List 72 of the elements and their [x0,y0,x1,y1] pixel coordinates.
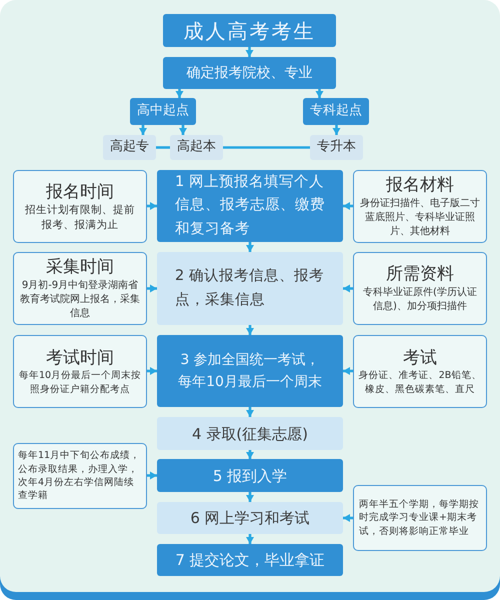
process-box [130,98,196,125]
process-box [157,417,343,450]
arrow [246,492,254,502]
arrow [332,125,340,135]
arrow [176,89,184,98]
info-box [13,170,147,243]
box-text: 高中起点 [137,102,189,120]
arrow [343,514,353,522]
note-box [13,443,147,509]
box-text: 5 报到入学 [212,466,288,486]
process-box [157,544,343,576]
arrow [246,534,254,544]
box-text: 专升本 [317,138,356,156]
arrow [147,284,157,292]
box-title: 报名材料 [386,174,454,197]
process-box [157,335,343,407]
box-text: 1 网上预报名填写个人信息、报考志愿、缴费和复习备考 [175,173,326,239]
arrow [343,284,353,292]
arrow [316,89,324,98]
box-title: 考试 [403,347,437,370]
box-text: 两年半五个学期，每学期按时完成学习专业课+期末考试，否则将影响正常毕业 [359,498,480,538]
label-box [103,135,156,160]
arrow [343,367,353,375]
process-box [303,98,369,125]
arrow [147,367,157,375]
box-text: 成人高考考生 [184,18,316,44]
box-text: 专科毕业证原件(学历认证信息)、加分项扫描件 [362,286,478,314]
box-text: 7 提交论文，毕业拿证 [175,550,325,571]
box-text: 3 参加全国统一考试，每年10月最后一个周末 [177,350,323,392]
box-text: 高起专 [110,138,149,156]
arrow [246,450,254,459]
box-text: 高起本 [177,138,216,156]
label-box [310,135,363,160]
box-text: 身份证、准考证、2B铅笔、橡皮、黑色碳素笔、直尺 [358,369,482,396]
connector-line [223,146,310,149]
arrow [147,472,157,480]
box-text: 每年10月份最后一个周末按照身份证户籍分配考点 [18,369,142,396]
note-box [353,485,487,551]
info-box [353,252,487,325]
box-title: 所需资料 [386,263,454,286]
info-box [353,170,487,243]
connector-line [156,146,170,149]
box-title: 报名时间 [46,180,114,203]
box-text: 每年11月中下旬公布成绩，公布录取结果，办理入学，次年4月份左右学信网陆续查学籍 [18,449,142,503]
arrow [147,202,157,210]
label-box [170,135,223,160]
box-text: 专科起点 [310,102,362,120]
process-box [157,459,343,492]
box-text: 身份证扫描件、电子版二寸蓝底照片、专科毕业证照片、其他材料 [359,196,481,239]
box-text: 招生计划有限制、提前报考、报满为止 [24,202,136,232]
arrow [246,47,254,57]
arrow [246,325,254,335]
process-box [163,14,336,47]
arrow [139,125,147,135]
process-box [163,57,336,89]
box-title: 采集时间 [46,256,114,279]
process-box [157,170,343,242]
box-text: 4 录取(征集志愿) [192,424,308,444]
box-text: 确定报考院校、专业 [186,64,312,83]
arrow [246,242,254,252]
info-box [13,335,147,408]
process-box [157,502,343,534]
arrow [343,202,353,210]
process-box [157,252,343,325]
arrow [246,407,254,417]
arrow [179,125,187,135]
info-box [13,252,147,325]
box-title: 考试时间 [46,347,114,370]
info-box [353,335,487,408]
box-text: 9月初-9月中旬登录湖南省教育考试院网上报名，采集信息 [19,278,141,321]
box-text: 6 网上学习和考试 [190,508,310,529]
box-text: 2 确认报考信息、报考点，采集信息 [175,267,325,310]
